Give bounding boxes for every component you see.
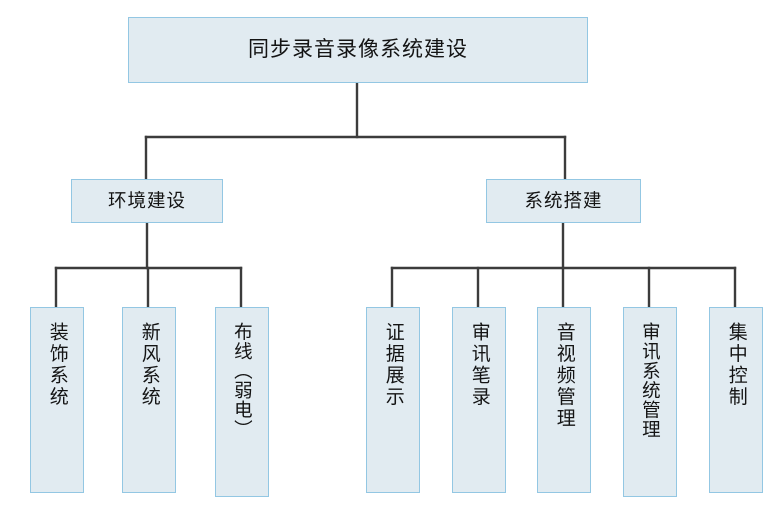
node-branch-environment-label: 环境建设 (107, 190, 186, 212)
node-leaf-decoration-system[interactable]: 装饰系统 (30, 307, 84, 493)
node-leaf-interrogation-record-label: 审讯笔录 (468, 322, 490, 408)
node-leaf-wiring-low-voltage-label: 布线（弱电） (232, 322, 254, 439)
node-leaf-wiring-low-voltage[interactable]: 布线（弱电） (215, 307, 269, 497)
node-branch-system-build-label: 系统搭建 (524, 190, 603, 212)
node-leaf-evidence-display[interactable]: 证据展示 (366, 307, 420, 493)
node-leaf-evidence-display-label: 证据展示 (382, 322, 404, 408)
node-root-label: 同步录音录像系统建设 (248, 37, 468, 61)
node-leaf-fresh-air-system-label: 新风系统 (138, 322, 160, 408)
node-leaf-decoration-system-label: 装饰系统 (46, 322, 68, 408)
node-leaf-interrogation-record[interactable]: 审讯笔录 (452, 307, 506, 493)
node-leaf-av-management[interactable]: 音视频管理 (537, 307, 591, 493)
node-leaf-fresh-air-system[interactable]: 新风系统 (122, 307, 176, 493)
node-leaf-interrogation-system-management-label: 审讯系统管理 (640, 322, 662, 439)
node-root[interactable]: 同步录音录像系统建设 (128, 17, 588, 83)
node-leaf-interrogation-system-management[interactable]: 审讯系统管理 (623, 307, 677, 497)
node-branch-system-build[interactable]: 系统搭建 (486, 179, 641, 223)
node-leaf-av-management-label: 音视频管理 (553, 322, 575, 430)
node-leaf-centralized-control-label: 集中控制 (725, 322, 747, 408)
node-branch-environment[interactable]: 环境建设 (71, 179, 223, 223)
node-leaf-centralized-control[interactable]: 集中控制 (709, 307, 763, 493)
